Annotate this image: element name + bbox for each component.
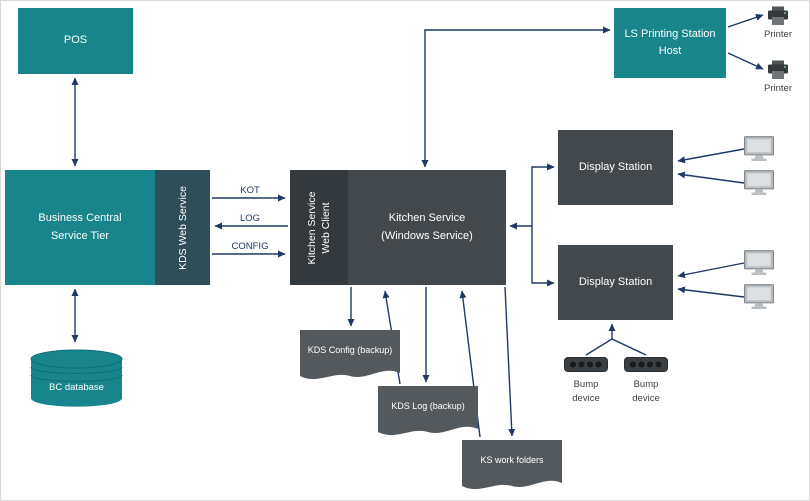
ks-work-folders-doc: KS work folders [462,440,562,494]
printer-icon [766,6,790,26]
bc-database-label: BC database [49,382,104,393]
edge-label-kot: KOT [240,185,260,196]
bc-database-node: BC database [28,346,125,410]
printer-bottom-label: Printer [764,83,792,94]
ls-printing-label-line2: Host [658,45,682,57]
ks-work-folders-label: KS work folders [480,455,544,465]
document-shape-icon [378,386,478,436]
pos-label: POS [63,34,88,47]
bump-device-right-label: Bump device [620,378,672,406]
bump-device-icon [624,357,668,377]
display-station-bottom-node: Display Station [558,245,673,320]
business-central-label-line2: Service Tier [50,229,110,242]
kitchen-service-web-client-label: Kitchen Service Web Client [305,191,332,264]
document-shape-icon [462,440,562,490]
kds-config-backup-label: KDS Config (backup) [307,345,393,355]
monitor-icon [744,284,774,315]
pos-node: POS [18,8,133,74]
display-station-top-node: Display Station [558,130,673,205]
database-cylinder-shape [30,349,123,407]
kds-web-service-node: KDS Web Service [155,170,210,285]
kds-config-backup-doc: KDS Config (backup) [300,330,400,384]
bump-right-label-line1: Bump [633,379,659,390]
display-station-bottom-label: Display Station [578,275,653,288]
monitor-icon [744,136,774,167]
document-shape-icon [300,330,400,380]
edge-label-log: LOG [239,213,261,224]
bump-left-label-line2: device [572,392,600,404]
printer-top-label: Printer [764,29,792,40]
kds-log-backup-label: KDS Log (backup) [391,401,465,411]
monitor-icon [744,170,774,201]
business-central-service-tier-node: Business Central Service Tier [5,170,155,285]
monitor-icon [744,250,774,281]
kitchen-service-label-line1: Kitchen Service [388,212,466,225]
bump-device-left-label: Bump device [560,378,612,406]
ls-printing-label-line1: LS Printing Station [624,27,716,40]
bump-left-label-line1: Bump [573,379,599,390]
business-central-label-line1: Business Central [38,212,122,225]
edge-label-config: CONFIG [231,241,269,252]
bump-right-label-line2: device [632,392,660,404]
kitchen-service-web-client-node: Kitchen Service Web Client [290,170,348,285]
kitchen-service-label-line2: (Windows Service) [381,229,473,242]
printer-icon [766,60,790,80]
kds-web-service-label: KDS Web Service [176,185,189,270]
bump-device-icon [564,357,608,377]
kds-log-backup-doc: KDS Log (backup) [378,386,478,440]
ls-printing-station-host-node: LS Printing Station Host [614,8,726,78]
kitchen-service-node: Kitchen Service (Windows Service) [348,170,506,285]
display-station-top-label: Display Station [578,160,653,173]
